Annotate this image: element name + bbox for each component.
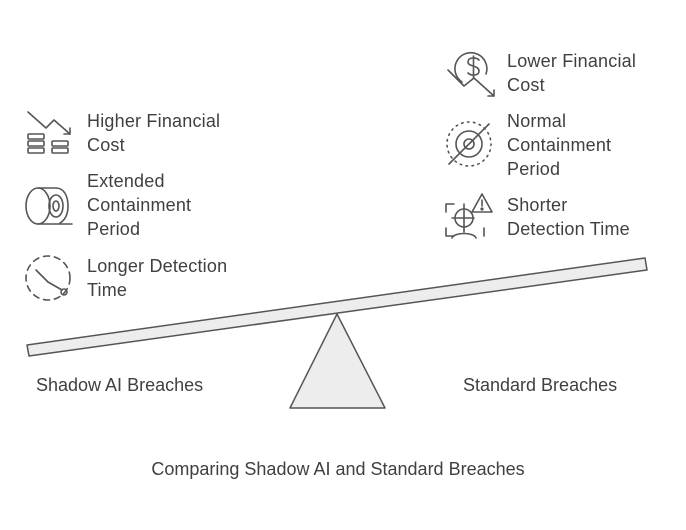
label-line: Shorter [507,195,568,215]
seesaw-plank [26,257,648,357]
trending-down-coins-icon [24,108,76,160]
shadow-ai-breaches-label: Shadow AI Breaches [36,375,204,395]
left-item-2-label: Extended Containment Period [87,169,191,241]
label-line: Normal [507,111,567,131]
no-eye-dotted-icon [443,118,495,170]
label-line: Period [507,159,561,179]
left-item-1-label: Higher Financial Cost [87,109,220,157]
label-line: Containment [87,195,192,215]
label-line: Extended [87,171,165,191]
label-line: Cost [87,135,125,155]
left-item-3-label: Longer Detection Time [87,254,227,302]
seesaw-fulcrum [289,313,386,409]
label-line: Detection Time [507,219,630,239]
right-item-2-label: Normal Containment Period [507,109,611,181]
diagram-caption: Comparing Shadow AI and Standard Breache… [151,459,525,479]
dollar-trend-down-icon [444,48,496,100]
alert-scan-icon [444,192,496,244]
label-line: Time [87,280,128,300]
right-item-1-label: Lower Financial Cost [507,49,636,97]
label-line: Containment [507,135,612,155]
label-line: Cost [507,75,545,95]
label-line: Lower Financial [507,51,637,71]
right-item-3-label: Shorter Detection Time [507,193,630,241]
dashed-clock-icon [22,252,74,304]
standard-breaches-label: Standard Breaches [463,375,618,395]
label-line: Higher Financial [87,111,221,131]
label-line: Longer Detection [87,256,228,276]
label-line: Period [87,219,141,239]
tape-roll-icon [24,180,76,232]
